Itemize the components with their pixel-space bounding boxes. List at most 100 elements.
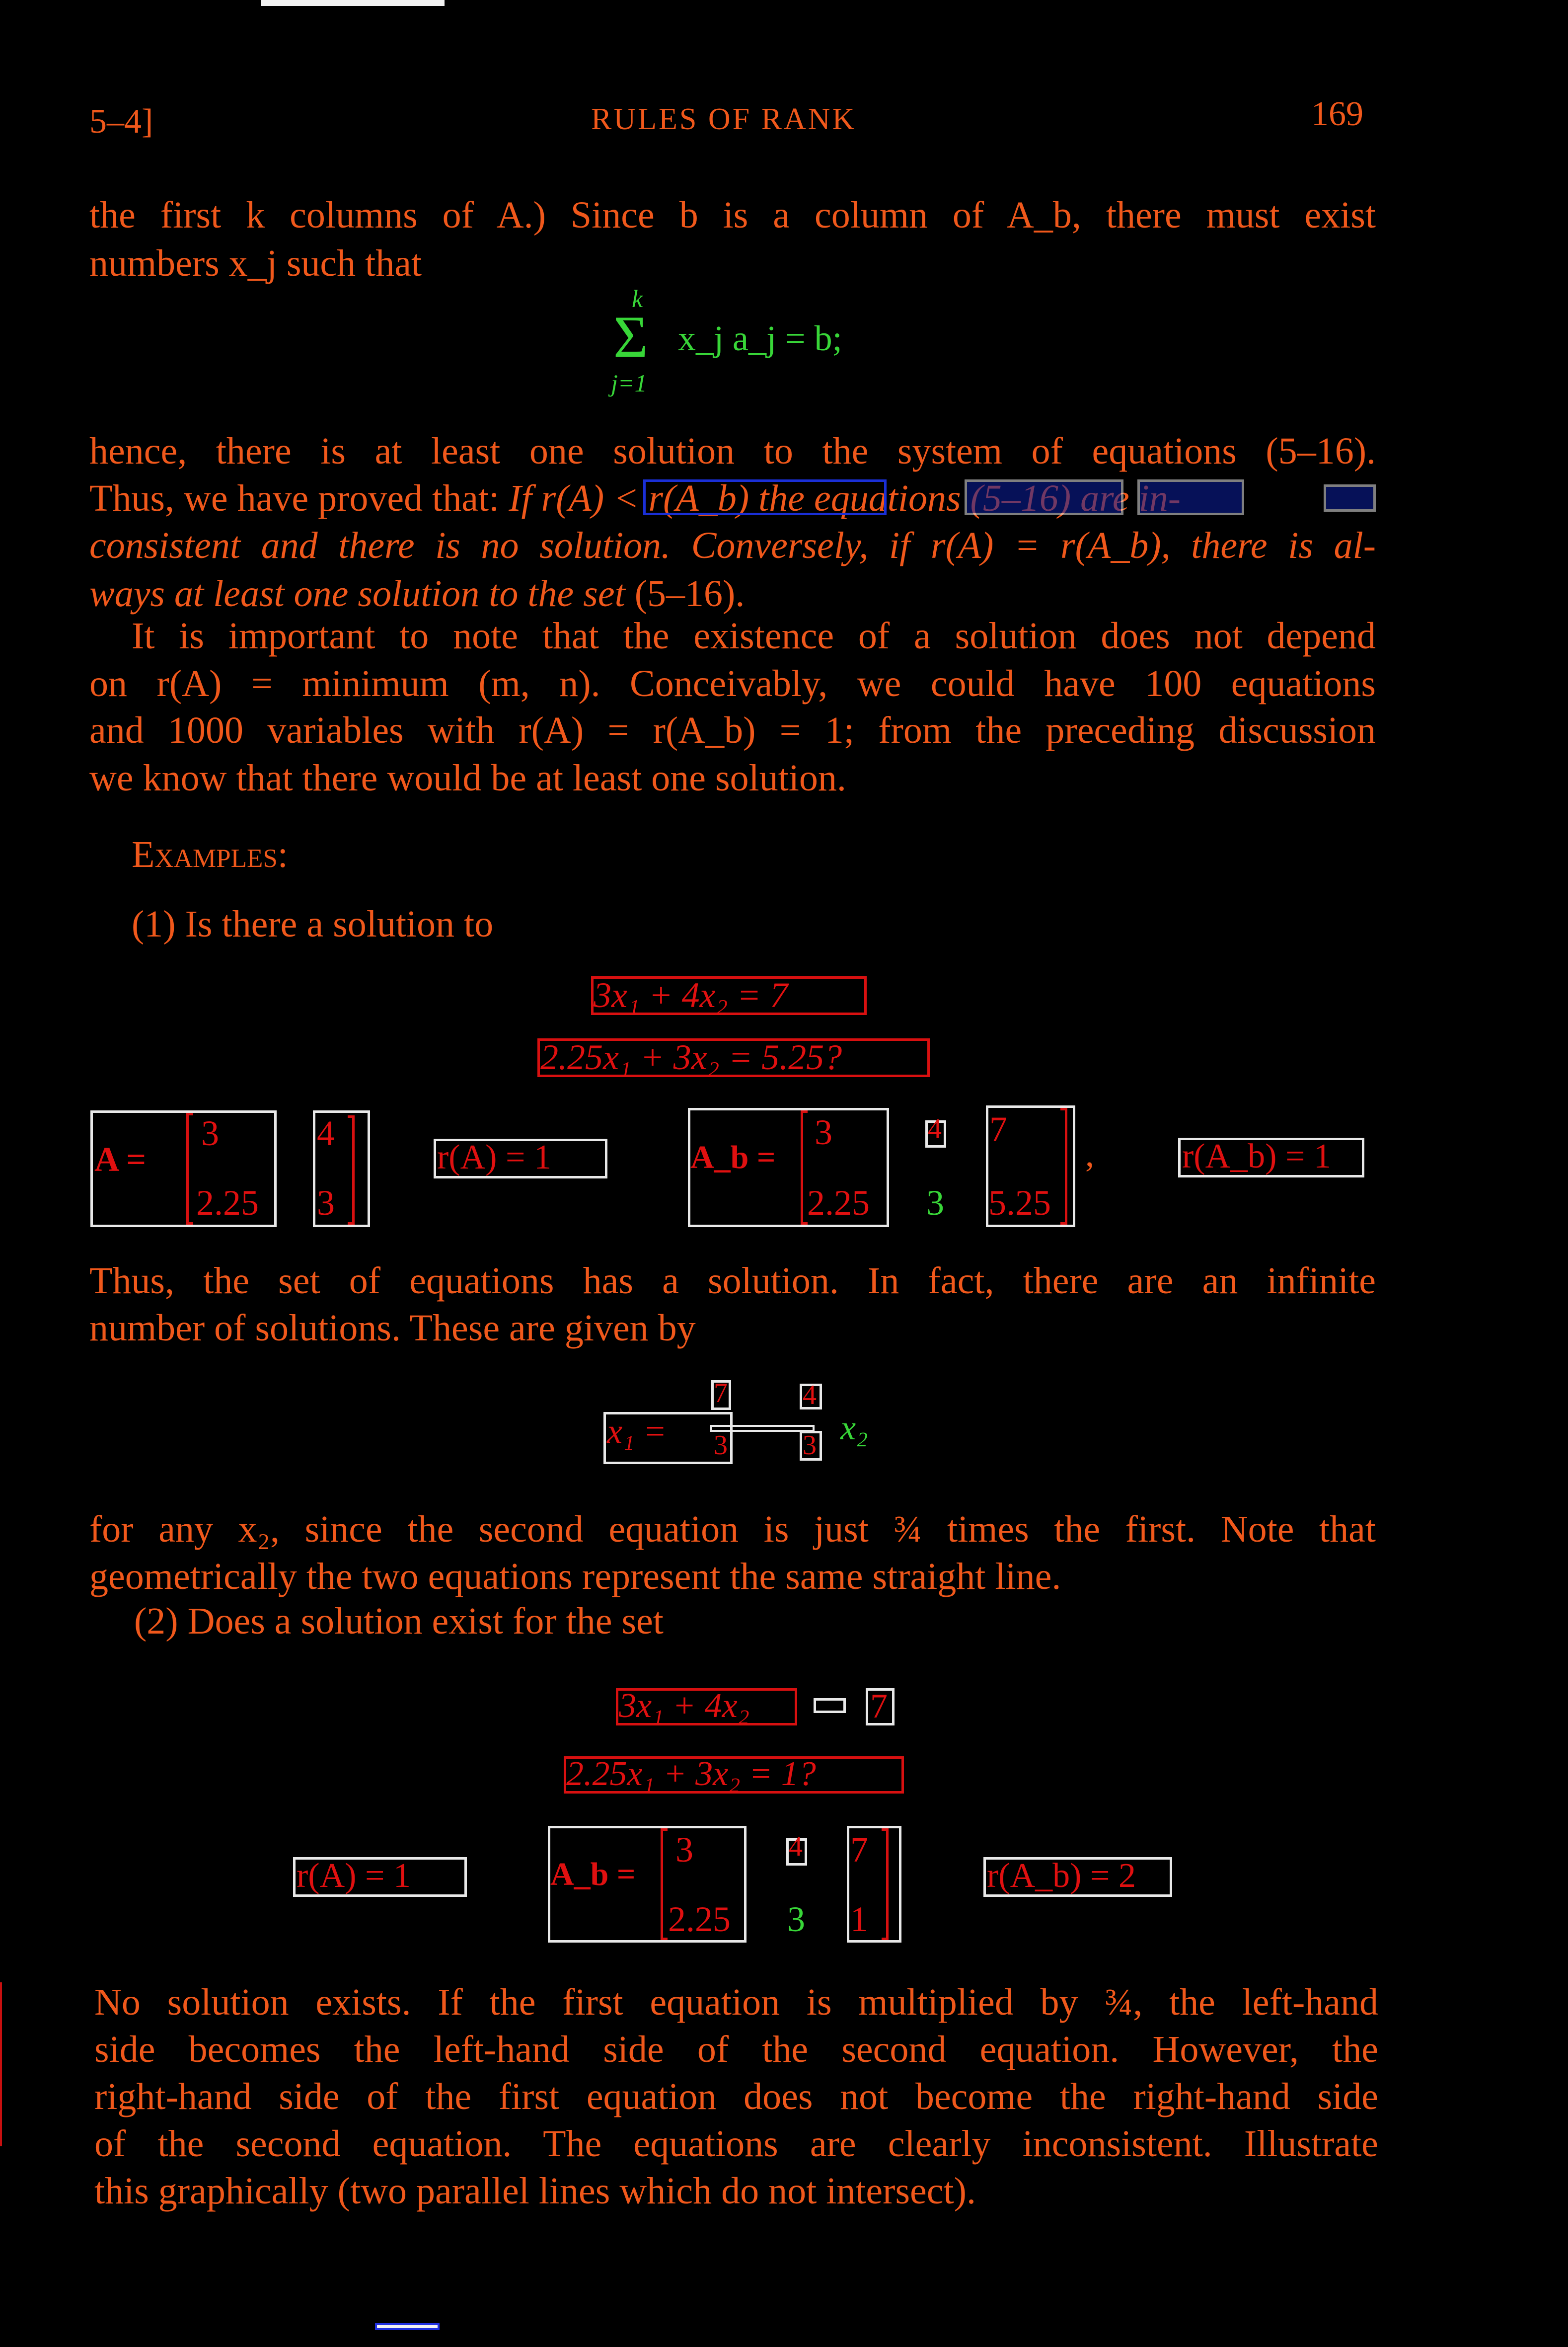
highlight-5-16 [1137,479,1244,515]
ex1-A-col2-box [313,1110,370,1227]
ex2-Ab-12-box [786,1838,807,1866]
ex1-Ab-11: 3 [815,1112,832,1152]
sum-body: x_j a_j = b; [678,318,842,358]
ex2-eq1c-box [866,1688,895,1725]
para3-line4: we know that there would be at least one… [89,757,846,799]
para6-line4: of the second equation. The equations ar… [94,2123,1378,2165]
ex2-rAb: r(A_b) = 2 [987,1857,1136,1895]
ex1-comma: , [1085,1134,1094,1174]
sol-frac-bar [710,1425,815,1432]
sol-lhs-box [603,1412,733,1464]
sol-d2: 3 [803,1430,817,1461]
ex1-A-11: 3 [201,1113,219,1153]
ex1-Ab-label: A_b = [690,1139,776,1175]
ex1-rAb-box [1178,1138,1364,1177]
para2-line4-italic: ways at least one solution to the set [89,573,625,615]
ex2-rA-box [293,1857,467,1897]
ex1-Ab-col3-box [986,1105,1075,1227]
ex1-eq1: 3x₁ + 4x₂ = 7 [594,975,788,1015]
sum-upper-limit: k [632,285,643,313]
ex1-rAb: r(A_b) = 1 [1182,1137,1331,1175]
ex1-A-label: A = [94,1141,147,1179]
running-title: RULES OF RANK [591,102,857,136]
ex1-eq2: 2.25x₁ + 3x₂ = 5.25? [540,1037,842,1077]
sum-lower-limit: j=1 [611,369,647,397]
para6-line2: side becomes the left-hand side of the s… [94,2029,1378,2070]
ex1-A-22: 3 [317,1183,335,1223]
sol-n1: 7 [714,1378,728,1408]
ex1-A-right-bracket [348,1115,355,1225]
ex1-Ab-left-bracket [801,1110,808,1225]
ex2-rAb-box [983,1857,1172,1897]
page-number: 169 [1311,95,1363,133]
ex1-matrix-A-box [90,1110,277,1227]
ex2-rA: r(A) = 1 [297,1857,411,1895]
para2-line4-ref: (5–16). [625,573,745,615]
ex1-A-left-bracket [186,1113,193,1225]
ex2-question: (2) Does a solution exist for the set [134,1600,664,1642]
top-scan-bar [261,0,445,6]
para1-line1: the first k columns of A.) Since b is a … [89,194,1376,236]
ex1-eq2-box [537,1038,930,1077]
ex2-eq1c: 7 [870,1687,888,1725]
ex1-A-21: 2.25 [196,1183,259,1223]
left-edge-mark [0,1982,2,2146]
para2-line3: consistent and there is no solution. Con… [89,525,1376,566]
ex2-Ab-11: 3 [675,1830,693,1870]
ex2-Ab-12: 4 [789,1831,803,1862]
para6-line5: this graphically (two parallel lines whi… [94,2170,976,2212]
para3-line1: It is important to note that the existen… [132,615,1376,657]
ex2-matrix-Ab-box [548,1826,747,1943]
para1-line2: numbers x_j such that [89,242,422,284]
highlight-rA-lt-rAb [643,479,887,515]
ex2-eq1a: 3x₁ + 4x₂ [619,1687,750,1725]
para4-line2: number of solutions. These are given by [89,1307,696,1349]
ex2-Ab-23: 1 [850,1899,868,1939]
ex2-eq1a-box [616,1688,797,1725]
ex2-Ab-label: A_b = [550,1856,636,1892]
ex2-Ab-22: 3 [787,1899,805,1939]
para5-line2: geometrically the two equations represen… [89,1556,1061,1597]
ex1-Ab-13: 7 [989,1109,1007,1149]
para3-line3: and 1000 variables with r(A) = r(A_b) = … [89,709,1376,751]
para6-line3: right-hand side of the first equation do… [94,2076,1378,2117]
para2-line2-lead: Thus, we have proved that: [89,477,509,519]
sol-d2-box [800,1431,822,1461]
ex1-Ab-23: 5.25 [988,1183,1051,1223]
ex2-Ab-13: 7 [850,1830,868,1870]
sol-n2: 4 [803,1380,817,1410]
ex2-Ab-21: 2.25 [668,1899,731,1939]
para4-line1: Thus, the set of equations has a solutio… [89,1260,1376,1302]
para6-line1: No solution exists. If the first equatio… [94,1981,1378,2023]
ex1-Ab-21: 2.25 [807,1183,870,1223]
ex2-Ab-right-bracket [882,1828,889,1940]
ex2-Ab-left-bracket [661,1828,668,1940]
sol-lhs: x₁ = [607,1412,667,1451]
ex1-Ab-12: 4 [928,1113,942,1144]
ex2-eq2-box [564,1756,904,1794]
ex1-question: (1) Is there a solution to [132,903,494,945]
examples-heading: Examples: [132,834,288,875]
ex2-Ab-col3-box [847,1826,901,1943]
sigma-symbol: Σ [613,304,648,370]
ex2-eq1b-box [814,1698,846,1713]
section-number: 5–4] [89,102,153,141]
para2-line4: ways at least one solution to the set (5… [89,570,1376,618]
highlight-in [1324,484,1376,512]
sol-x2: x₂ [840,1409,868,1447]
para3-line2: on r(A) = minimum (m, n). Conceivably, w… [89,663,1376,704]
bottom-scan-bar [375,2323,440,2330]
ex1-rA-box [434,1139,607,1178]
sol-d1: 3 [714,1430,728,1461]
ex2-eq2: 2.25x₁ + 3x₂ = 1? [566,1755,816,1793]
ex1-A-12: 4 [317,1113,335,1153]
para2-line1: hence, there is at least one solution to… [89,430,1376,472]
para5-line1: for any x₂, since the second equation is… [89,1508,1376,1550]
ex1-eq1-box [591,976,867,1015]
highlight-equations [965,479,1123,515]
ex1-Ab-right-bracket [1060,1108,1067,1225]
para2-line2: Thus, we have proved that: If r(A) < r(A… [89,474,1376,522]
ex1-rA: r(A) = 1 [437,1138,551,1176]
ex1-matrix-Ab-box [688,1108,889,1227]
ex1-Ab-12-box [925,1120,946,1148]
